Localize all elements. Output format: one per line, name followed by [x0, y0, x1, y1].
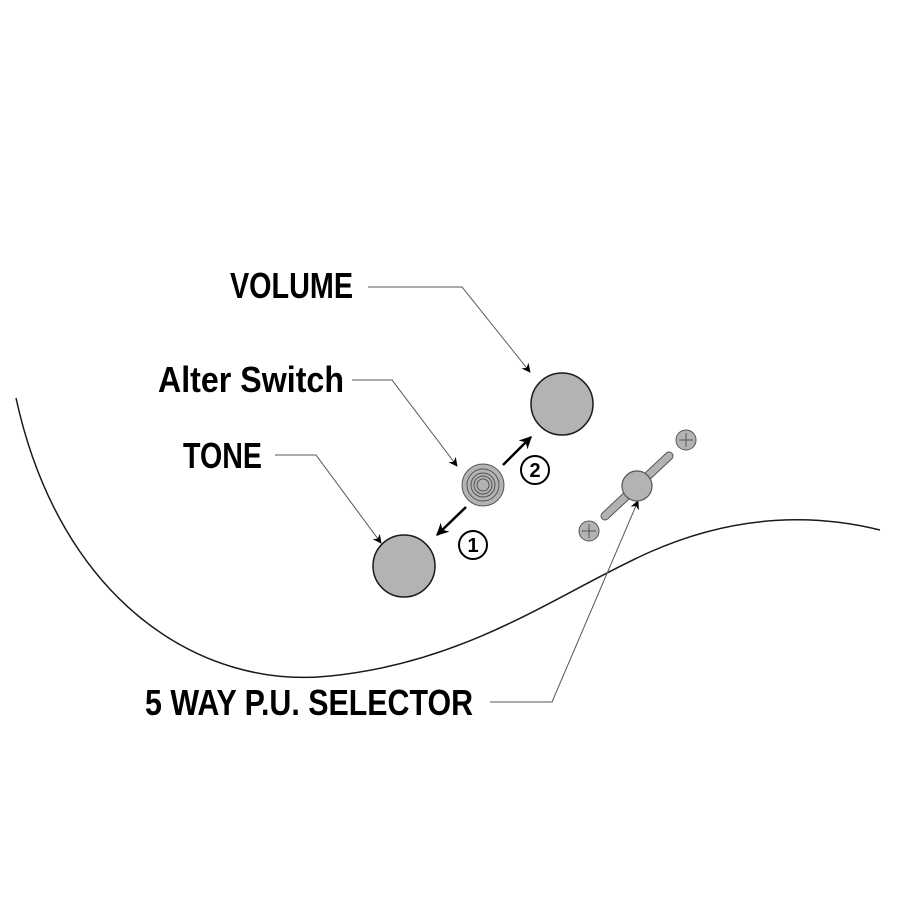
marker-2: 2 — [520, 455, 550, 485]
pickup-selector[interactable] — [600, 451, 674, 521]
arrow-position-2 — [502, 436, 532, 466]
screw-icon — [578, 520, 600, 542]
alter-switch-label: Alter Switch — [158, 359, 344, 400]
tone-label: TONE — [183, 435, 262, 476]
guitar-body-outline — [15, 397, 881, 679]
screw-icon — [675, 429, 697, 451]
volume-leader — [368, 286, 531, 373]
marker-1-text: 1 — [467, 535, 478, 557]
marker-2-text: 2 — [529, 460, 540, 482]
arrow-position-1 — [436, 506, 467, 536]
volume-knob[interactable] — [530, 372, 594, 436]
tone-leader — [275, 454, 382, 544]
alter-switch-leader — [352, 379, 458, 467]
volume-label: VOLUME — [230, 265, 353, 306]
marker-1: 1 — [458, 530, 488, 560]
tone-knob[interactable] — [372, 534, 436, 598]
alter-switch[interactable] — [461, 463, 505, 507]
selector-label: 5 WAY P.U. SELECTOR — [145, 682, 473, 723]
selector-leader — [490, 500, 639, 703]
